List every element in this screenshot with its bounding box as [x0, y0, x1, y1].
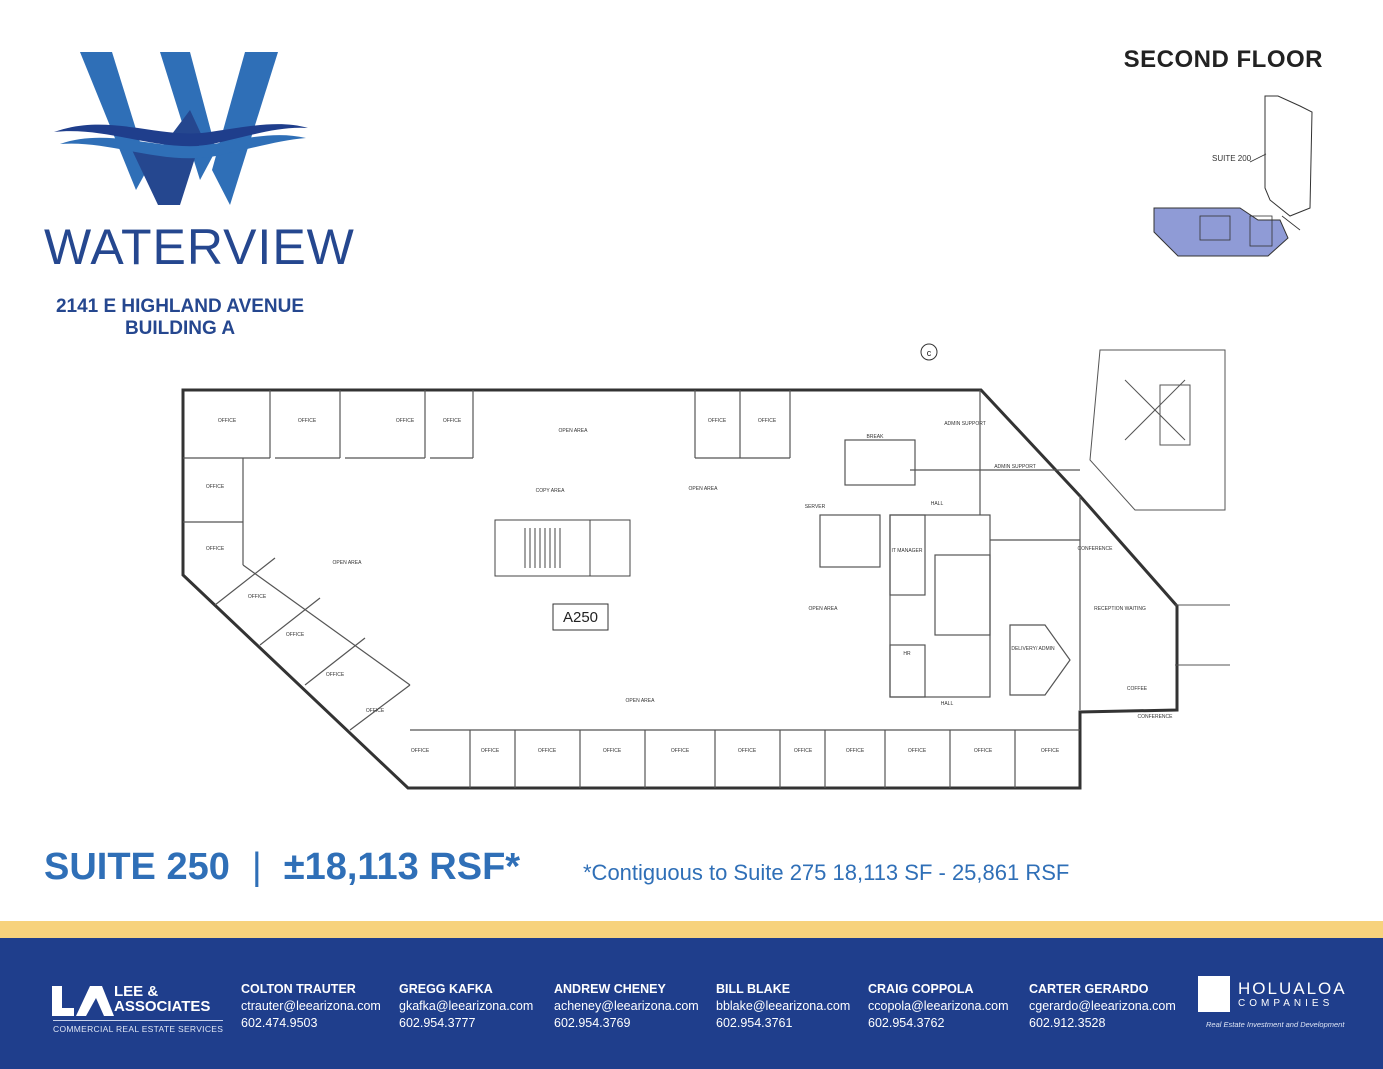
suite-heading: SUITE 250 | ±18,113 RSF*: [44, 846, 520, 889]
svg-text:OFFICE: OFFICE: [298, 418, 317, 424]
holualoa-tagline: Real Estate Investment and Development: [1206, 1020, 1345, 1029]
holualoa-mark-icon: [1198, 976, 1230, 1012]
svg-text:OFFICE: OFFICE: [481, 748, 500, 754]
svg-text:HALL: HALL: [931, 501, 944, 507]
contact-phone[interactable]: 602.954.3762: [868, 1016, 945, 1030]
svg-text:OPEN AREA: OPEN AREA: [559, 428, 589, 434]
footer: LEE & ASSOCIATES COMMERCIAL REAL ESTATE …: [0, 938, 1383, 1069]
lee-tagline: COMMERCIAL REAL ESTATE SERVICES: [53, 1020, 224, 1034]
svg-text:BREAK: BREAK: [867, 434, 885, 440]
svg-text:OFFICE: OFFICE: [396, 418, 415, 424]
svg-text:CONFERENCE: CONFERENCE: [1077, 546, 1113, 552]
address-line1: 2141 E HIGHLAND AVENUE: [55, 296, 305, 317]
lee-associates-name: LEE & ASSOCIATES: [114, 983, 211, 1015]
svg-text:OFFICE: OFFICE: [248, 594, 267, 600]
svg-text:COPY AREA: COPY AREA: [536, 488, 565, 494]
suite-title: SUITE 250: [44, 846, 230, 888]
contiguous-note: *Contiguous to Suite 275 18,113 SF - 25,…: [583, 860, 1070, 885]
holualoa-companies: COMPANIES: [1238, 998, 1334, 1009]
contact-card: BILL BLAKE bblake@leearizona.com 602.954…: [716, 981, 850, 1032]
svg-text:OPEN AREA: OPEN AREA: [626, 698, 656, 704]
keyplan-suite-label: SUITE 200: [1212, 154, 1252, 163]
suite-size: ±18,113 RSF*: [283, 846, 521, 888]
svg-text:RECEPTION WAITING: RECEPTION WAITING: [1094, 606, 1146, 612]
contact-email[interactable]: cgerardo@leearizona.com: [1029, 999, 1176, 1013]
contact-phone[interactable]: 602.954.3761: [716, 1016, 793, 1030]
contact-email[interactable]: ctrauter@leearizona.com: [241, 999, 381, 1013]
address-line2: BUILDING A: [124, 318, 236, 339]
svg-text:OFFICE: OFFICE: [974, 748, 993, 754]
holualoa-name: HOLUALOA: [1238, 979, 1347, 998]
contact-name: ANDREW CHENEY: [554, 982, 666, 996]
svg-text:OFFICE: OFFICE: [286, 632, 305, 638]
svg-text:COFFEE: COFFEE: [1127, 686, 1148, 692]
contact-name: CRAIG COPPOLA: [868, 982, 974, 996]
svg-text:OPEN AREA: OPEN AREA: [689, 486, 719, 492]
svg-text:OFFICE: OFFICE: [708, 418, 727, 424]
contact-card: GREGG KAFKA gkafka@leearizona.com 602.95…: [399, 981, 533, 1032]
svg-text:OFFICE: OFFICE: [794, 748, 813, 754]
svg-text:HALL: HALL: [941, 701, 954, 707]
contact-card: CARTER GERARDO cgerardo@leearizona.com 6…: [1029, 981, 1176, 1032]
svg-text:OFFICE: OFFICE: [1041, 748, 1060, 754]
contact-name: BILL BLAKE: [716, 982, 791, 996]
svg-text:OFFICE: OFFICE: [846, 748, 865, 754]
gold-divider: [0, 921, 1383, 938]
svg-text:OPEN AREA: OPEN AREA: [333, 560, 363, 566]
svg-text:OFFICE: OFFICE: [671, 748, 690, 754]
svg-text:OFFICE: OFFICE: [908, 748, 927, 754]
contact-email[interactable]: gkafka@leearizona.com: [399, 999, 534, 1013]
svg-text:OFFICE: OFFICE: [218, 418, 237, 424]
svg-text:OFFICE: OFFICE: [538, 748, 557, 754]
svg-text:OFFICE: OFFICE: [206, 546, 225, 552]
brand-title: WATERVIEW: [44, 219, 355, 275]
svg-text:OFFICE: OFFICE: [206, 484, 225, 490]
holualoa-logo: HOLUALOA COMPANIES Real Estate Investmen…: [1196, 976, 1356, 1036]
svg-text:DELIVERY/ ADMIN: DELIVERY/ ADMIN: [1011, 646, 1055, 652]
contact-card: ANDREW CHENEY acheney@leearizona.com 602…: [554, 981, 699, 1032]
svg-text:ADMIN SUPPORT: ADMIN SUPPORT: [994, 464, 1036, 470]
contact-phone[interactable]: 602.954.3777: [399, 1016, 476, 1030]
svg-text:SERVER: SERVER: [805, 504, 826, 510]
key-plan: [1153, 95, 1313, 257]
contact-email[interactable]: ccopola@leearizona.com: [868, 999, 1009, 1013]
contact-name: CARTER GERARDO: [1029, 982, 1149, 996]
svg-text:HR: HR: [903, 651, 911, 657]
svg-text:IT MANAGER: IT MANAGER: [891, 548, 922, 554]
contact-name: GREGG KAFKA: [399, 982, 493, 996]
svg-text:ADMIN SUPPORT: ADMIN SUPPORT: [944, 421, 986, 427]
svg-text:OFFICE: OFFICE: [738, 748, 757, 754]
address-block: 2141 E HIGHLAND AVENUE BUILDING A: [30, 296, 330, 340]
svg-text:OPEN AREA: OPEN AREA: [809, 606, 839, 612]
svg-text:OFFICE: OFFICE: [603, 748, 622, 754]
suite-tag: A250: [563, 609, 598, 626]
svg-text:OFFICE: OFFICE: [443, 418, 462, 424]
contact-email[interactable]: acheney@leearizona.com: [554, 999, 699, 1013]
contact-phone[interactable]: 602.474.9503: [241, 1016, 318, 1030]
waterview-w-logo-icon: [54, 52, 308, 205]
contact-card: COLTON TRAUTER ctrauter@leearizona.com 6…: [241, 981, 381, 1032]
contact-phone[interactable]: 602.954.3769: [554, 1016, 631, 1030]
suite-separator: |: [251, 846, 262, 888]
svg-text:OFFICE: OFFICE: [411, 748, 430, 754]
contact-card: CRAIG COPPOLA ccopola@leearizona.com 602…: [868, 981, 1009, 1032]
svg-text:CONFERENCE: CONFERENCE: [1137, 714, 1173, 720]
lee-associates-logo-icon: [52, 986, 114, 1016]
svg-text:OFFICE: OFFICE: [366, 708, 385, 714]
svg-text:OFFICE: OFFICE: [758, 418, 777, 424]
contact-email[interactable]: bblake@leearizona.com: [716, 999, 851, 1013]
floor-label: SECOND FLOOR: [1123, 46, 1323, 73]
svg-text:OFFICE: OFFICE: [326, 672, 345, 678]
contact-phone[interactable]: 602.912.3528: [1029, 1016, 1106, 1030]
floor-plan: A250 c OFFICE OFFICE OFFICE OFFICE OFFIC…: [181, 343, 1230, 790]
compass-marker: c: [927, 348, 932, 358]
contact-name: COLTON TRAUTER: [241, 982, 356, 996]
